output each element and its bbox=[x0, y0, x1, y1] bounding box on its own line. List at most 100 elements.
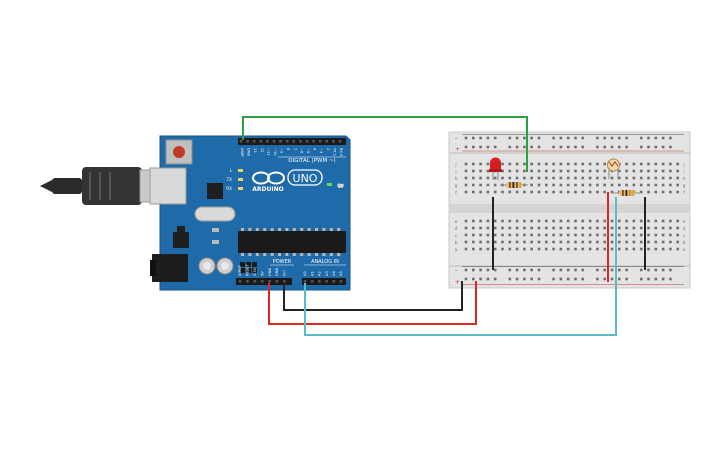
terminal-hole[interactable] bbox=[566, 240, 570, 244]
rail-hole[interactable] bbox=[530, 145, 533, 149]
terminal-hole[interactable] bbox=[669, 176, 672, 180]
terminal-hole[interactable] bbox=[552, 219, 555, 223]
terminal-hole[interactable] bbox=[618, 176, 621, 180]
terminal-hole[interactable] bbox=[596, 219, 599, 223]
power-pin-hole[interactable] bbox=[246, 280, 249, 283]
terminal-hole[interactable] bbox=[479, 219, 482, 223]
terminal-hole[interactable] bbox=[574, 240, 577, 244]
terminal-hole[interactable] bbox=[552, 162, 555, 166]
power-pin-hole[interactable] bbox=[268, 280, 271, 283]
rail-hole[interactable] bbox=[603, 136, 606, 140]
terminal-hole[interactable] bbox=[523, 219, 526, 223]
terminal-hole[interactable] bbox=[603, 226, 606, 230]
rail-hole[interactable] bbox=[639, 136, 643, 140]
wire-black-gnd[interactable] bbox=[283, 281, 463, 311]
digital-pin-hole[interactable] bbox=[272, 140, 276, 143]
terminal-hole[interactable] bbox=[603, 176, 606, 180]
terminal-hole[interactable] bbox=[472, 247, 475, 251]
terminal-hole[interactable] bbox=[661, 190, 665, 194]
terminal-hole[interactable] bbox=[632, 233, 636, 237]
rail-hole[interactable] bbox=[654, 136, 658, 140]
terminal-hole[interactable] bbox=[676, 169, 679, 173]
rail-hole[interactable] bbox=[508, 136, 512, 140]
rail-hole[interactable] bbox=[486, 268, 490, 272]
terminal-hole[interactable] bbox=[508, 169, 512, 173]
rail-hole[interactable] bbox=[581, 268, 585, 272]
terminal-hole[interactable] bbox=[486, 183, 490, 187]
rail-hole[interactable] bbox=[515, 277, 519, 281]
terminal-hole[interactable] bbox=[669, 219, 672, 223]
terminal-hole[interactable] bbox=[610, 176, 614, 180]
terminal-hole[interactable] bbox=[464, 240, 468, 244]
rail-hole[interactable] bbox=[493, 268, 497, 272]
rail-hole[interactable] bbox=[493, 136, 497, 140]
terminal-hole[interactable] bbox=[566, 176, 570, 180]
digital-pin-hole[interactable] bbox=[279, 140, 282, 143]
terminal-hole[interactable] bbox=[676, 219, 679, 223]
terminal-hole[interactable] bbox=[566, 233, 570, 237]
terminal-hole[interactable] bbox=[464, 176, 468, 180]
analog-pin-hole[interactable] bbox=[318, 280, 321, 283]
terminal-hole[interactable] bbox=[523, 162, 526, 166]
terminal-hole[interactable] bbox=[654, 240, 658, 244]
rail-hole[interactable] bbox=[552, 145, 555, 149]
terminal-hole[interactable] bbox=[530, 190, 533, 194]
rail-hole[interactable] bbox=[479, 268, 482, 272]
terminal-hole[interactable] bbox=[537, 162, 541, 166]
analog-pin-hole[interactable] bbox=[332, 280, 336, 283]
digital-pin-hole[interactable] bbox=[338, 140, 342, 143]
terminal-hole[interactable] bbox=[581, 226, 585, 230]
terminal-hole[interactable] bbox=[479, 190, 482, 194]
rail-hole[interactable] bbox=[486, 277, 490, 281]
terminal-hole[interactable] bbox=[559, 162, 563, 166]
terminal-hole[interactable] bbox=[603, 247, 606, 251]
rail-hole[interactable] bbox=[464, 268, 468, 272]
terminal-hole[interactable] bbox=[493, 233, 497, 237]
terminal-hole[interactable] bbox=[632, 183, 636, 187]
terminal-hole[interactable] bbox=[625, 219, 628, 223]
terminal-hole[interactable] bbox=[654, 162, 658, 166]
terminal-hole[interactable] bbox=[618, 240, 621, 244]
rail-hole[interactable] bbox=[566, 145, 570, 149]
terminal-hole[interactable] bbox=[588, 176, 592, 180]
terminal-hole[interactable] bbox=[676, 240, 679, 244]
terminal-hole[interactable] bbox=[669, 183, 672, 187]
terminal-hole[interactable] bbox=[508, 190, 512, 194]
terminal-hole[interactable] bbox=[472, 233, 475, 237]
terminal-hole[interactable] bbox=[552, 176, 555, 180]
terminal-hole[interactable] bbox=[523, 190, 526, 194]
terminal-hole[interactable] bbox=[515, 219, 519, 223]
terminal-hole[interactable] bbox=[486, 233, 490, 237]
terminal-hole[interactable] bbox=[669, 233, 672, 237]
terminal-hole[interactable] bbox=[632, 169, 636, 173]
terminal-hole[interactable] bbox=[537, 190, 541, 194]
terminal-hole[interactable] bbox=[588, 190, 592, 194]
terminal-hole[interactable] bbox=[479, 176, 482, 180]
wire-red-5v[interactable] bbox=[268, 281, 477, 325]
terminal-hole[interactable] bbox=[493, 176, 497, 180]
rail-hole[interactable] bbox=[523, 145, 526, 149]
terminal-hole[interactable] bbox=[472, 169, 475, 173]
wire-cyan-a0[interactable] bbox=[304, 197, 617, 336]
terminal-hole[interactable] bbox=[530, 226, 533, 230]
terminal-hole[interactable] bbox=[486, 190, 490, 194]
terminal-hole[interactable] bbox=[676, 190, 679, 194]
terminal-hole[interactable] bbox=[661, 226, 665, 230]
rail-hole[interactable] bbox=[581, 136, 585, 140]
terminal-hole[interactable] bbox=[669, 162, 672, 166]
terminal-hole[interactable] bbox=[588, 169, 592, 173]
terminal-hole[interactable] bbox=[464, 190, 468, 194]
terminal-hole[interactable] bbox=[610, 183, 614, 187]
power-pin-hole[interactable] bbox=[283, 280, 286, 283]
terminal-hole[interactable] bbox=[661, 233, 665, 237]
power-pin-hole[interactable] bbox=[253, 280, 257, 283]
terminal-hole[interactable] bbox=[654, 233, 658, 237]
terminal-hole[interactable] bbox=[588, 183, 592, 187]
rail-hole[interactable] bbox=[639, 145, 643, 149]
terminal-hole[interactable] bbox=[574, 233, 577, 237]
rail-hole[interactable] bbox=[537, 136, 541, 140]
terminal-hole[interactable] bbox=[559, 219, 563, 223]
terminal-hole[interactable] bbox=[647, 226, 650, 230]
rail-hole[interactable] bbox=[493, 277, 497, 281]
terminal-hole[interactable] bbox=[479, 183, 482, 187]
